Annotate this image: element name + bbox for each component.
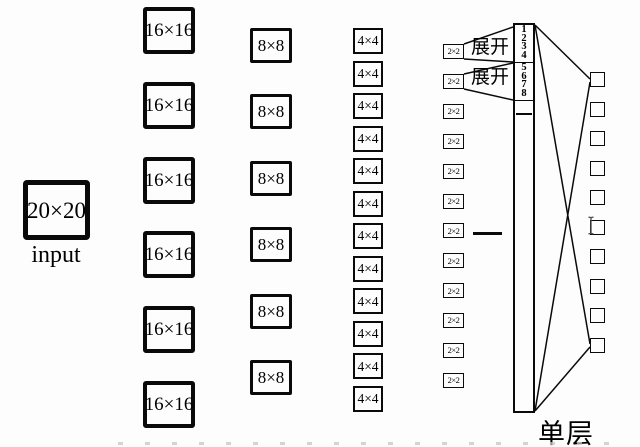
output-node: [590, 101, 605, 117]
feature-map-2x2: 2×2: [443, 163, 464, 179]
expand1-bottom-line: [463, 58, 514, 63]
vector-index: 4: [521, 50, 527, 62]
feature-map-4x4: 4×4: [353, 320, 383, 347]
column-4x4: 4×4 4×4 4×4 4×4 4×4 4×4 4×4 4×4 4×4 4×4 4×4 4×4: [353, 28, 383, 412]
feature-map-2x2: 2×2: [443, 73, 464, 89]
output-node: [590, 72, 605, 87]
feature-map-2x2: 2×2: [443, 103, 464, 119]
feature-map-16x16: 16×16: [143, 306, 195, 354]
feature-map-8x8: 8×8: [250, 227, 292, 263]
feature-map-8x8: 8×8: [250, 359, 292, 395]
column-2x2: 2×2 2×2 2×2 2×2 2×2 2×2 2×2 2×2 2×2 2×2 2×2 2×2: [443, 44, 464, 388]
output-node: [590, 249, 605, 265]
input-caption: input: [31, 242, 81, 268]
column-8x8: 8×8 8×8 8×8 8×8 8×8 8×8: [250, 28, 292, 395]
ellipsis-dash-2x2-column: [473, 232, 502, 235]
output-column: [590, 72, 605, 353]
fc-line-bottom-to-first: [534, 81, 591, 412]
feature-map-4x4: 4×4: [353, 125, 383, 152]
output-node: [590, 190, 605, 206]
fully-connected-lines: [534, 24, 591, 412]
feature-map-2x2: 2×2: [443, 133, 464, 149]
input-box-label: 20×20: [27, 197, 86, 223]
expand-label-2: 展开: [470, 67, 509, 88]
feature-map-8x8: 8×8: [250, 28, 292, 63]
vector-index: 5: [521, 61, 527, 73]
feature-map-4x4: 4×4: [353, 190, 383, 217]
feature-map-2x2: 2×2: [443, 253, 464, 269]
feature-map-2x2: 2×2: [443, 283, 464, 299]
output-node: [590, 337, 605, 353]
output-node: [590, 278, 605, 294]
feature-map-16x16: 16×16: [143, 231, 195, 279]
input-box: 20×20: [23, 180, 90, 240]
feature-map-4x4: 4×4: [353, 223, 383, 250]
fc-line-bottom-to-last: [534, 346, 591, 412]
feature-map-2x2: 2×2: [443, 193, 464, 209]
output-node: [590, 308, 605, 324]
vector-index: 7: [521, 79, 527, 91]
feature-map-4x4: 4×4: [353, 288, 383, 315]
feature-map-4x4: 4×4: [353, 353, 383, 380]
feature-map-2x2: 2×2: [443, 343, 464, 359]
feature-map-4x4: 4×4: [353, 60, 383, 87]
vector-index: 2: [521, 32, 527, 44]
text-cursor-icon: [588, 216, 594, 235]
expand2-bottom-line: [463, 88, 514, 101]
cropped-caption-remnant: [118, 442, 623, 445]
feature-map-8x8: 8×8: [250, 160, 292, 196]
feature-map-4x4: 4×4: [353, 93, 383, 120]
expand-label-1: 展开: [470, 37, 509, 58]
feature-map-2x2: 2×2: [443, 313, 464, 329]
feature-map-4x4: 4×4: [353, 255, 383, 282]
feature-map-16x16: 16×16: [143, 7, 195, 54]
feature-map-8x8: 8×8: [250, 94, 292, 130]
output-node: [590, 160, 605, 176]
vector-index: 8: [521, 87, 527, 99]
feature-map-16x16: 16×16: [143, 81, 195, 129]
ellipsis-dash-bar: [516, 112, 532, 116]
column-16x16: 16×16 16×16 16×16 16×16 16×16 16×16: [143, 7, 195, 428]
vector-index: 3: [521, 41, 527, 53]
feature-map-2x2: 2×2: [443, 44, 464, 59]
feature-map-4x4: 4×4: [353, 28, 383, 54]
feature-map-16x16: 16×16: [143, 156, 195, 204]
feature-map-4x4: 4×4: [353, 158, 383, 185]
fc-line-top-to-first: [534, 24, 591, 80]
vector-index: 1: [521, 24, 527, 35]
vector-index: 6: [521, 70, 527, 82]
feature-map-2x2: 2×2: [443, 223, 464, 239]
fc-line-top-to-last: [534, 24, 591, 345]
feature-map-8x8: 8×8: [250, 293, 292, 329]
output-node: [590, 131, 605, 147]
feature-map-4x4: 4×4: [353, 385, 383, 412]
feature-map-16x16: 16×16: [143, 380, 195, 428]
feature-map-2x2: 2×2: [443, 372, 464, 388]
